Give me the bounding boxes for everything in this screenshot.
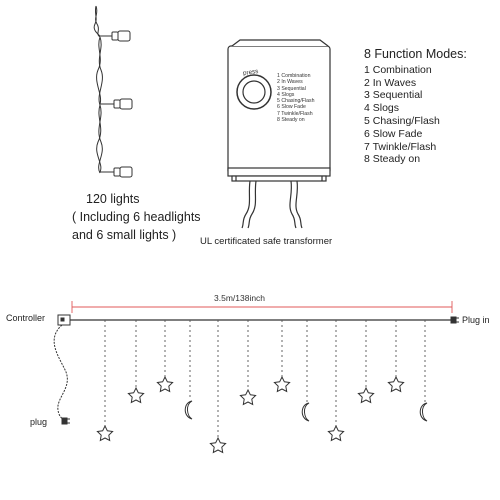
lights-detail-line1: ( Including 6 headlights bbox=[72, 210, 201, 224]
controller-label: Controller bbox=[6, 313, 46, 323]
plug-in-label: Plug in bbox=[462, 315, 490, 325]
function-mode-item: 3 Sequential bbox=[364, 89, 423, 102]
function-mode-item: 1 Combination bbox=[364, 63, 432, 76]
function-modes-list: 8 Function Modes: 1 Combination 2 In Wav… bbox=[364, 48, 467, 166]
dimension-label: 3.5m/138inch bbox=[214, 293, 266, 303]
star-icon bbox=[357, 387, 375, 403]
bulb-icon bbox=[113, 166, 133, 178]
controller-icon bbox=[57, 314, 71, 326]
star-icon bbox=[327, 425, 345, 441]
star-icon bbox=[273, 376, 291, 392]
box-mode-item: 2 In Waves bbox=[277, 79, 303, 86]
plug-label: plug bbox=[30, 417, 48, 427]
star-icon bbox=[96, 425, 114, 441]
dimension-line bbox=[71, 301, 453, 313]
star-icon bbox=[156, 376, 174, 392]
box-mode-item: 6 Slow Fade bbox=[277, 104, 306, 111]
box-mode-item: 3 Sequential bbox=[277, 85, 306, 92]
moon-icon bbox=[184, 400, 193, 420]
function-mode-item: 8 Steady on bbox=[364, 153, 421, 166]
function-mode-item: 2 In Waves bbox=[364, 76, 417, 89]
plug-icon bbox=[450, 316, 459, 324]
bulb-icon bbox=[113, 98, 133, 110]
press-button-icon bbox=[236, 74, 272, 110]
box-mode-item: 7 Twinkle/Flash bbox=[277, 110, 313, 117]
bulb-icon bbox=[111, 30, 131, 42]
controller-box-modes: 1 Combination 2 In Waves 3 Sequential 4 … bbox=[277, 73, 315, 123]
box-mode-item: 1 Combination bbox=[277, 73, 311, 79]
function-mode-item: 7 Twinkle/Flash bbox=[364, 140, 437, 153]
box-mode-item: 5 Chasing/Flash bbox=[277, 98, 315, 105]
box-mode-item: 4 Slogs bbox=[277, 91, 295, 98]
lights-caption: 120 lights ( Including 6 headlights and … bbox=[72, 190, 201, 244]
moon-icon bbox=[419, 402, 428, 422]
controller-box bbox=[227, 39, 331, 182]
moon-icon bbox=[301, 402, 310, 422]
star-icon bbox=[127, 387, 145, 403]
function-modes-title: 8 Function Modes: bbox=[364, 47, 467, 61]
star-icon bbox=[239, 389, 257, 405]
box-mode-item: 8 Steady on bbox=[277, 117, 305, 124]
function-mode-item: 6 Slow Fade bbox=[364, 127, 423, 140]
function-mode-item: 4 Slogs bbox=[364, 102, 400, 115]
function-mode-item: 5 Chasing/Flash bbox=[364, 114, 440, 127]
plug-icon bbox=[61, 417, 70, 425]
lights-count: 120 lights bbox=[86, 192, 140, 206]
transformer-caption: UL certificated safe transformer bbox=[200, 236, 333, 247]
star-icon bbox=[209, 437, 227, 453]
star-icon bbox=[387, 376, 405, 392]
lights-detail-line2: and 6 small lights ) bbox=[72, 228, 177, 242]
